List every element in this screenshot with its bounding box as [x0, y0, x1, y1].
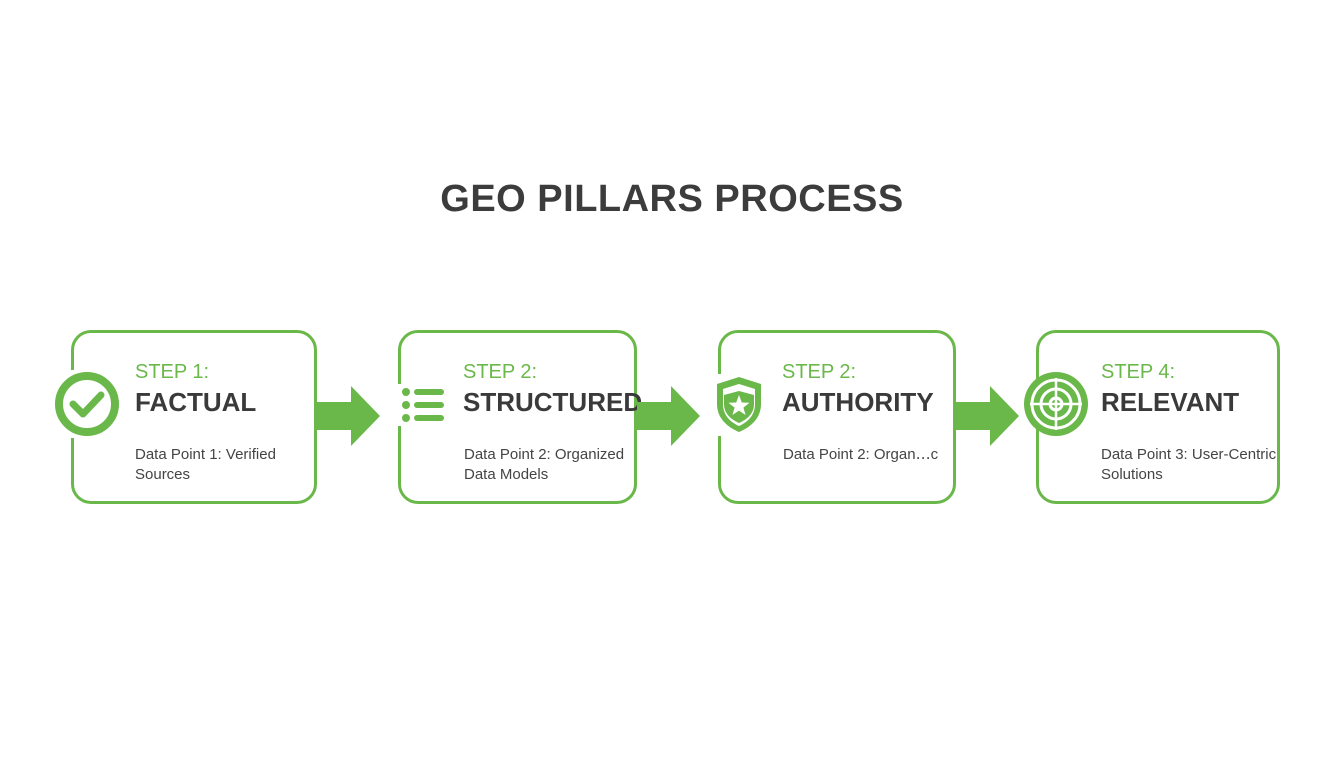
step-label: STEP 2:: [463, 361, 538, 383]
check-circle-icon: [52, 370, 122, 438]
step-name: STRUCTURED: [463, 387, 643, 417]
arrow-right-icon: [317, 386, 380, 446]
step-name: RELEVANT: [1101, 387, 1240, 417]
step-label: STEP 2:: [782, 361, 857, 383]
step-label: STEP 1:: [135, 361, 210, 383]
target-icon: [1022, 370, 1090, 438]
step-description: Data Point 3: User-Centric Solutions: [1101, 446, 1277, 483]
step-card-relevant: STEP 4: RELEVANT Data Point 3: User-Cent…: [1036, 330, 1280, 504]
list-icon: [398, 384, 450, 426]
shield-star-icon: [712, 374, 766, 436]
arrow-right-icon: [956, 386, 1019, 446]
step-label: STEP 4:: [1101, 361, 1176, 383]
step-description: Data Point 2: Organ․․․c: [783, 446, 939, 463]
arrow-right-icon: [637, 386, 700, 446]
step-name: FACTUAL: [135, 387, 257, 417]
step-name: AUTHORITY: [782, 387, 934, 417]
diagram-title: GEO PILLARS PROCESS: [440, 178, 904, 220]
step-description: Data Point 1: Verified Sources: [135, 446, 276, 483]
step-description: Data Point 2: Organized Data Models: [464, 446, 625, 483]
